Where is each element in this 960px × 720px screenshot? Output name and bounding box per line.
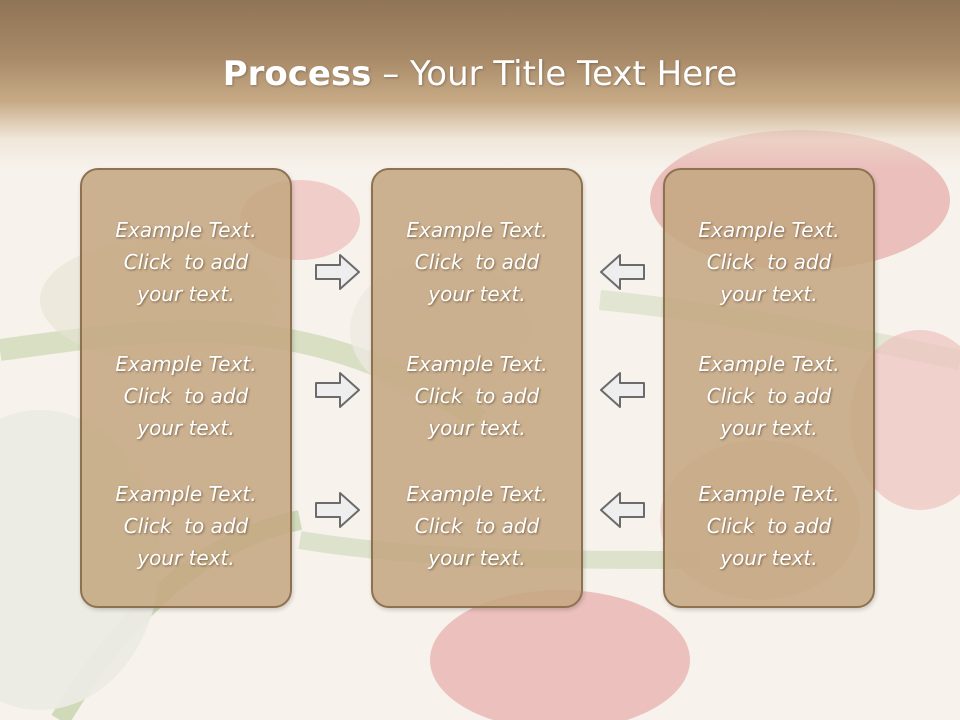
title-bar xyxy=(0,0,960,170)
text-line: your text. xyxy=(137,416,235,440)
text-line: Example Text. xyxy=(115,218,257,242)
text-line: Click to add xyxy=(123,514,249,538)
text-line: Click to add xyxy=(123,250,249,274)
text-line: Example Text. xyxy=(698,482,840,506)
text-line: Click to add xyxy=(706,514,832,538)
text-line: Click to add xyxy=(414,384,540,408)
text-block[interactable]: Example Text. Click to add your text. xyxy=(373,214,581,310)
text-line: Example Text. xyxy=(406,352,548,376)
text-block[interactable]: Example Text. Click to add your text. xyxy=(665,214,873,310)
text-line: Example Text. xyxy=(406,482,548,506)
text-line: your text. xyxy=(720,416,818,440)
text-line: your text. xyxy=(137,282,235,306)
text-block[interactable]: Example Text. Click to add your text. xyxy=(82,478,290,574)
text-line: Click to add xyxy=(414,250,540,274)
text-line: Click to add xyxy=(706,250,832,274)
text-line: Example Text. xyxy=(115,352,257,376)
text-line: Example Text. xyxy=(406,218,548,242)
left-arrow-icon xyxy=(600,492,645,528)
left-arrow-icon xyxy=(600,254,645,290)
text-line: Click to add xyxy=(414,514,540,538)
text-line: your text. xyxy=(428,546,526,570)
text-line: your text. xyxy=(428,416,526,440)
process-panel-left[interactable]: Example Text. Click to add your text. Ex… xyxy=(80,168,292,608)
text-line: your text. xyxy=(720,546,818,570)
text-block[interactable]: Example Text. Click to add your text. xyxy=(373,348,581,444)
text-block[interactable]: Example Text. Click to add your text. xyxy=(665,348,873,444)
text-block[interactable]: Example Text. Click to add your text. xyxy=(373,478,581,574)
text-block[interactable]: Example Text. Click to add your text. xyxy=(82,348,290,444)
text-line: your text. xyxy=(720,282,818,306)
left-arrow-icon xyxy=(600,372,645,408)
text-line: Example Text. xyxy=(115,482,257,506)
slide-title[interactable]: Process – Your Title Text Here xyxy=(0,52,960,96)
right-arrow-icon xyxy=(315,372,360,408)
text-line: Click to add xyxy=(123,384,249,408)
right-arrow-icon xyxy=(315,254,360,290)
text-block[interactable]: Example Text. Click to add your text. xyxy=(665,478,873,574)
title-strong: Process xyxy=(222,54,372,94)
title-rest: – Your Title Text Here xyxy=(371,54,738,94)
text-line: your text. xyxy=(428,282,526,306)
process-panel-center[interactable]: Example Text. Click to add your text. Ex… xyxy=(371,168,583,608)
text-block[interactable]: Example Text. Click to add your text. xyxy=(82,214,290,310)
text-line: Example Text. xyxy=(698,218,840,242)
text-line: your text. xyxy=(137,546,235,570)
right-arrow-icon xyxy=(315,492,360,528)
text-line: Click to add xyxy=(706,384,832,408)
text-line: Example Text. xyxy=(698,352,840,376)
process-panel-right[interactable]: Example Text. Click to add your text. Ex… xyxy=(663,168,875,608)
